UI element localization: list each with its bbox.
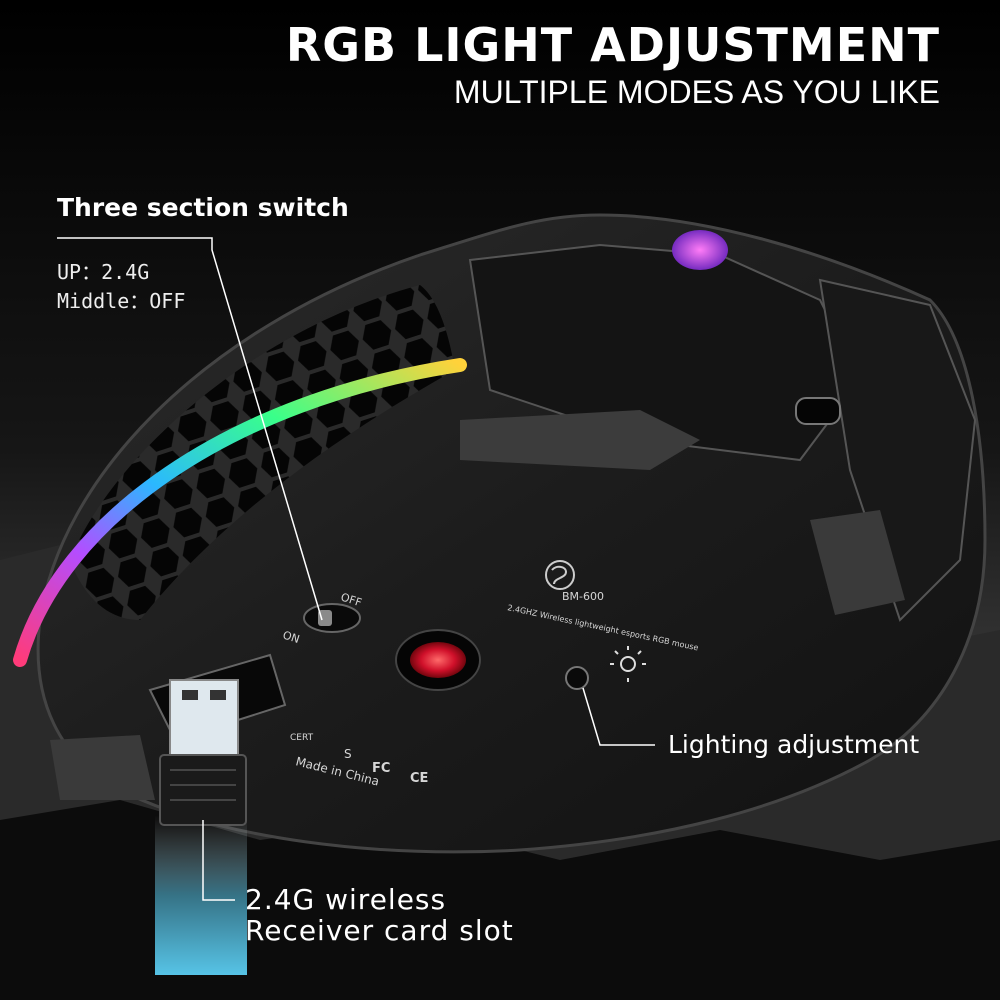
usb-receiver — [155, 679, 247, 975]
sensor-light — [410, 642, 466, 678]
sun-icon — [610, 646, 646, 682]
scroll-wheel — [672, 230, 728, 270]
mouse-body: 2.4GHZ Wireless lightweight esports RGB … — [13, 213, 987, 854]
rgb-light-strip — [13, 358, 467, 667]
glide-foot — [810, 510, 905, 615]
weee-mark: S — [344, 747, 352, 761]
switch-middle-label: Middle：OFF — [57, 289, 186, 313]
glide-foot — [50, 735, 155, 800]
switch-up-label: UP：2.4G — [57, 260, 150, 284]
cert-mark: CERT — [290, 733, 314, 743]
switch-callout-title: Three section switch — [57, 193, 349, 222]
fc-mark: FC — [372, 761, 390, 776]
receiver-callout-line — [202, 820, 235, 901]
model-number-text: BM-600 — [562, 590, 604, 603]
ce-mark: CE — [410, 771, 428, 786]
mountain-foreground — [0, 800, 1000, 1000]
mode-switch-knob — [318, 610, 332, 626]
brand-logo-icon — [545, 560, 575, 590]
glide-foot — [460, 410, 700, 470]
lighting-callout-label: Lighting adjustment — [668, 730, 920, 759]
usb-c-port — [795, 397, 841, 425]
receiver-callout-line1: 2.4G wireless — [245, 883, 447, 916]
subheadline: MULTIPLE MODES AS YOU LIKE — [453, 74, 940, 110]
side-panel — [818, 278, 977, 622]
switch-off-text: OFF — [339, 590, 363, 609]
receiver-callout-line2: Receiver card slot — [245, 914, 514, 947]
switch-callout-line — [57, 237, 323, 621]
switch-on-text: ON — [281, 628, 301, 646]
honeycomb-shell — [70, 285, 455, 620]
lighting-button — [565, 666, 589, 690]
lighting-callout-line — [582, 687, 655, 746]
headline: RGB LIGHT ADJUSTMENT — [285, 18, 940, 72]
